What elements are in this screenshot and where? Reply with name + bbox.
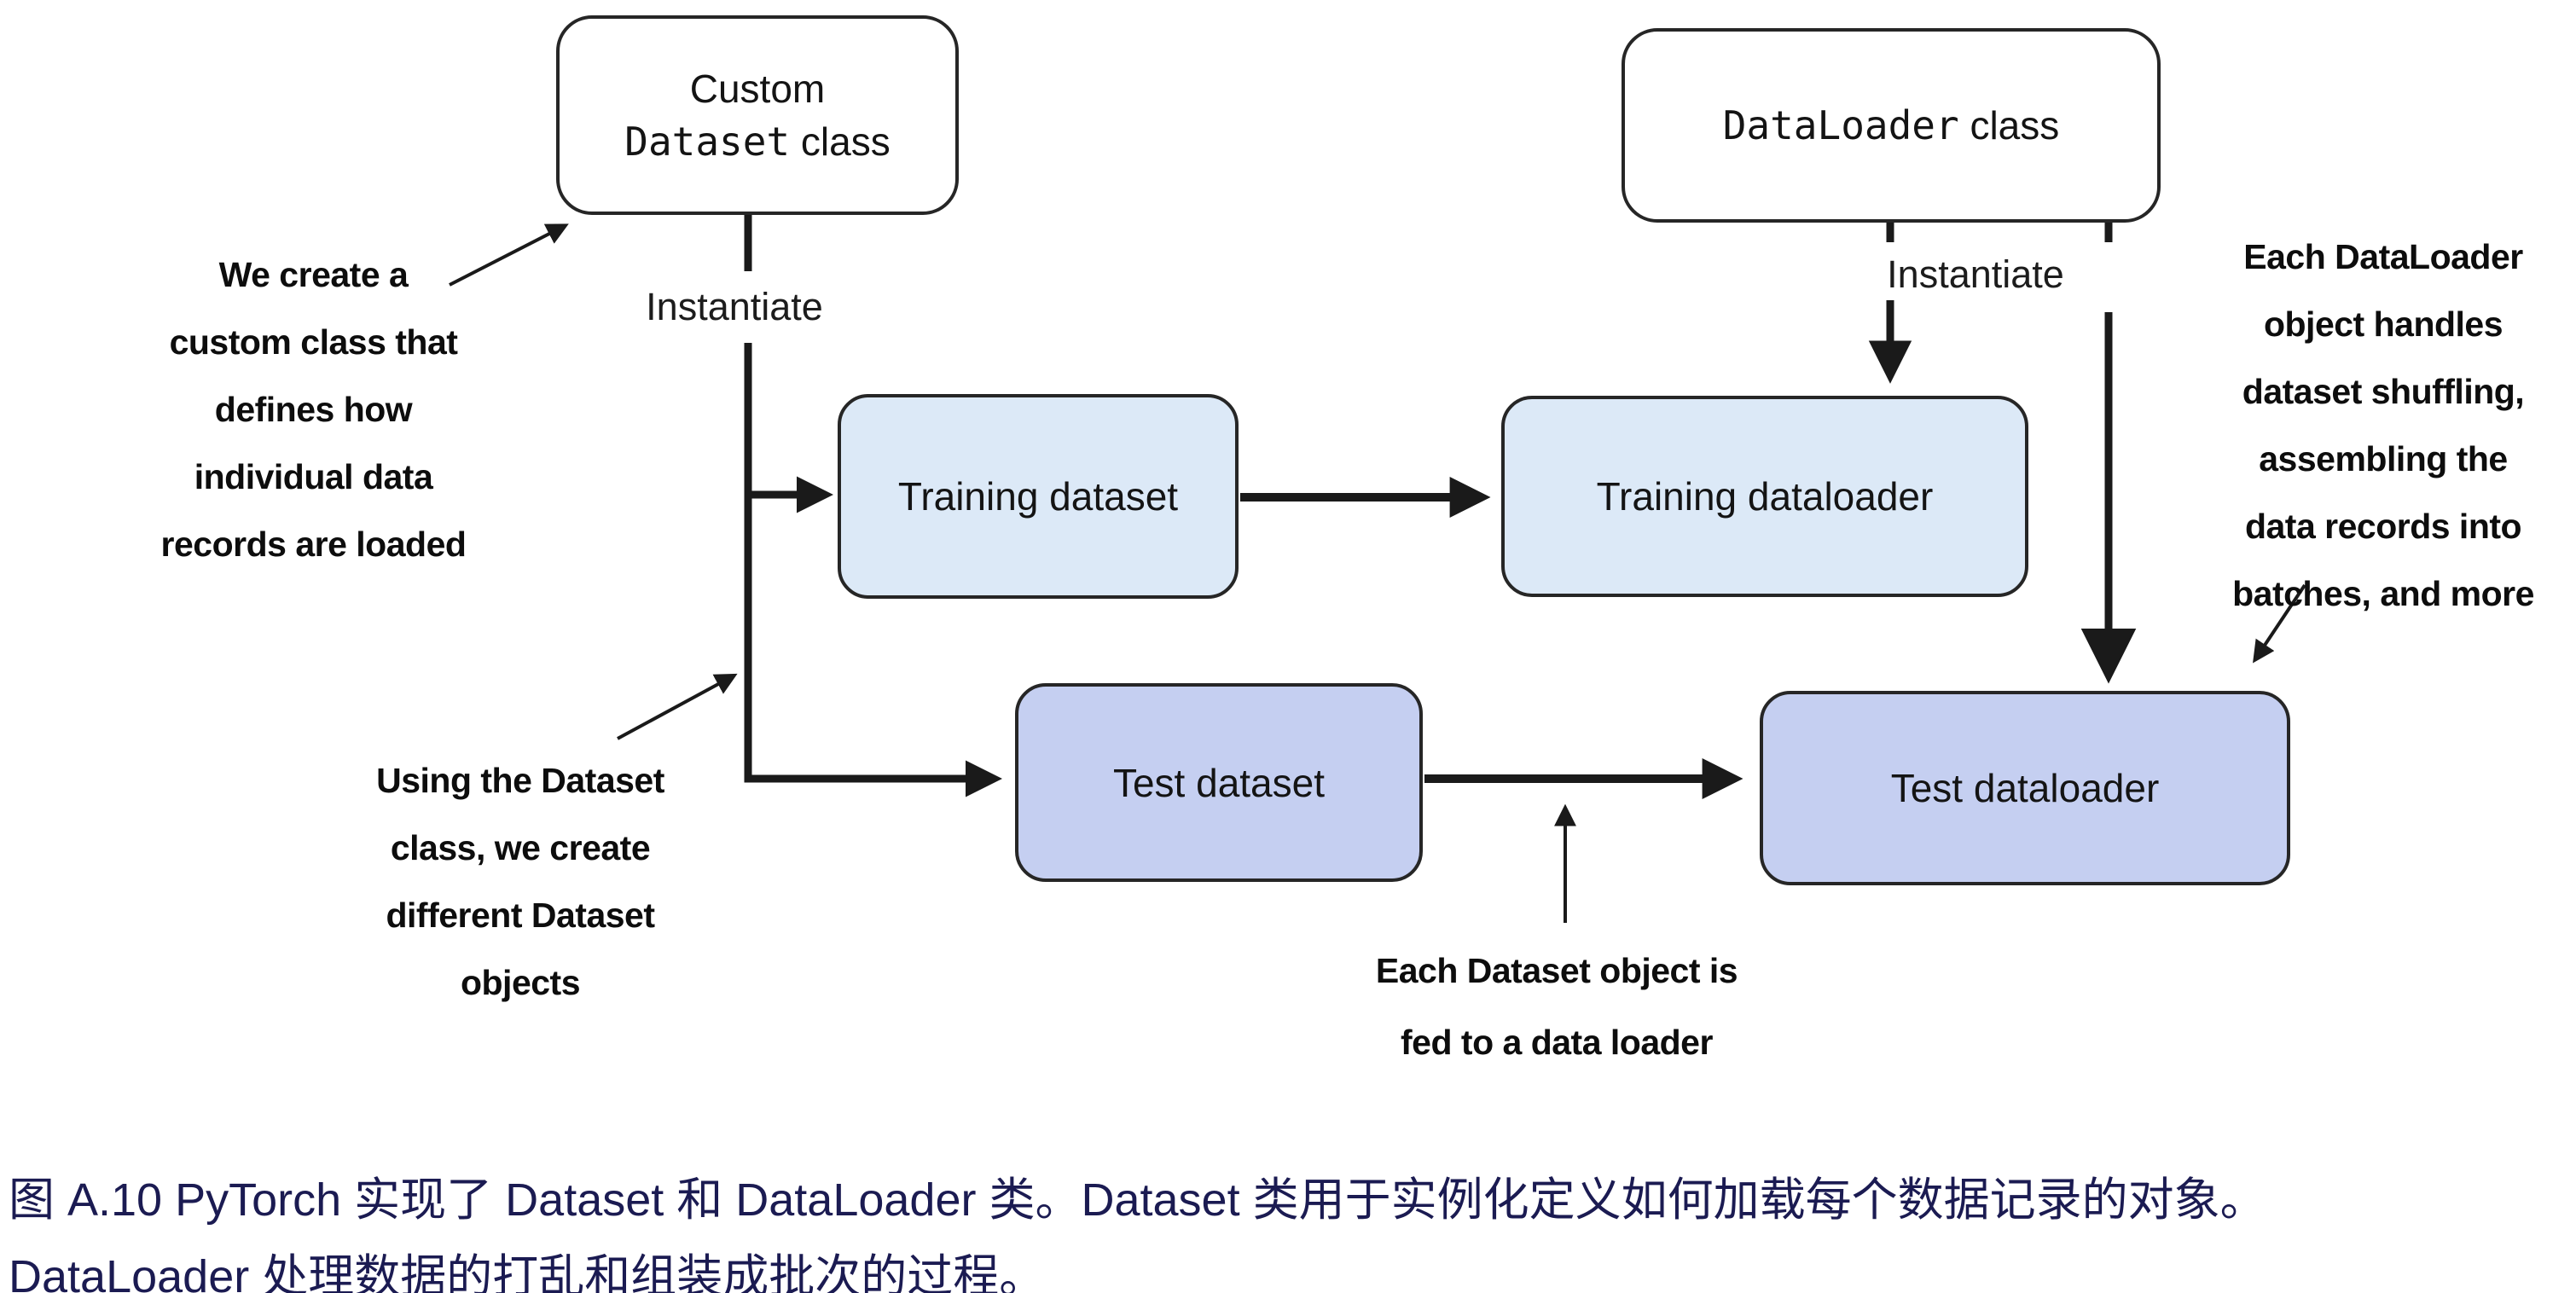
instantiate-label-left: Instantiate: [646, 285, 823, 328]
figure-caption-line1: 图 A.10 PyTorch 实现了 Dataset 和 DataLoader …: [9, 1174, 2266, 1226]
annotation-we-create: We create a custom class that defines ho…: [160, 255, 467, 564]
custom-dataset-class-line1: Custom: [689, 67, 826, 111]
test-dataloader-label: Test dataloader: [1890, 766, 2160, 810]
training-dataloader-box: Training dataloader: [1501, 396, 2028, 597]
custom-dataset-class-box: Custom Dataset class: [556, 15, 959, 215]
training-dataset-label: Training dataset: [897, 474, 1179, 519]
arrow-annot-using-dataset: [617, 673, 738, 740]
figure-caption-line2: DataLoader 处理数据的打乱和组装成批次的过程。: [9, 1251, 1046, 1293]
figure-caption: 图 A.10 PyTorch 实现了 Dataset 和 DataLoader …: [9, 1162, 2567, 1293]
test-dataloader-box: Test dataloader: [1760, 691, 2290, 885]
dataloader-class-label: DataLoader class: [1722, 102, 2060, 148]
test-dataset-box: Test dataset: [1015, 683, 1423, 882]
dataloader-class-box: DataLoader class: [1622, 28, 2161, 223]
custom-dataset-class-line2: Dataset class: [624, 119, 891, 165]
annotation-using-dataset: Using the Dataset class, we create diffe…: [376, 761, 664, 1002]
annotation-each-dataloader: Each DataLoader object handles dataset s…: [2232, 237, 2534, 613]
training-dataset-box: Training dataset: [838, 394, 1239, 599]
instantiate-label-right: Instantiate: [1887, 252, 2064, 296]
annotation-fed-to-loader: Each Dataset object is fed to a data loa…: [1375, 951, 1738, 1062]
training-dataloader-label: Training dataloader: [1596, 474, 1934, 519]
test-dataset-label: Test dataset: [1112, 760, 1326, 805]
